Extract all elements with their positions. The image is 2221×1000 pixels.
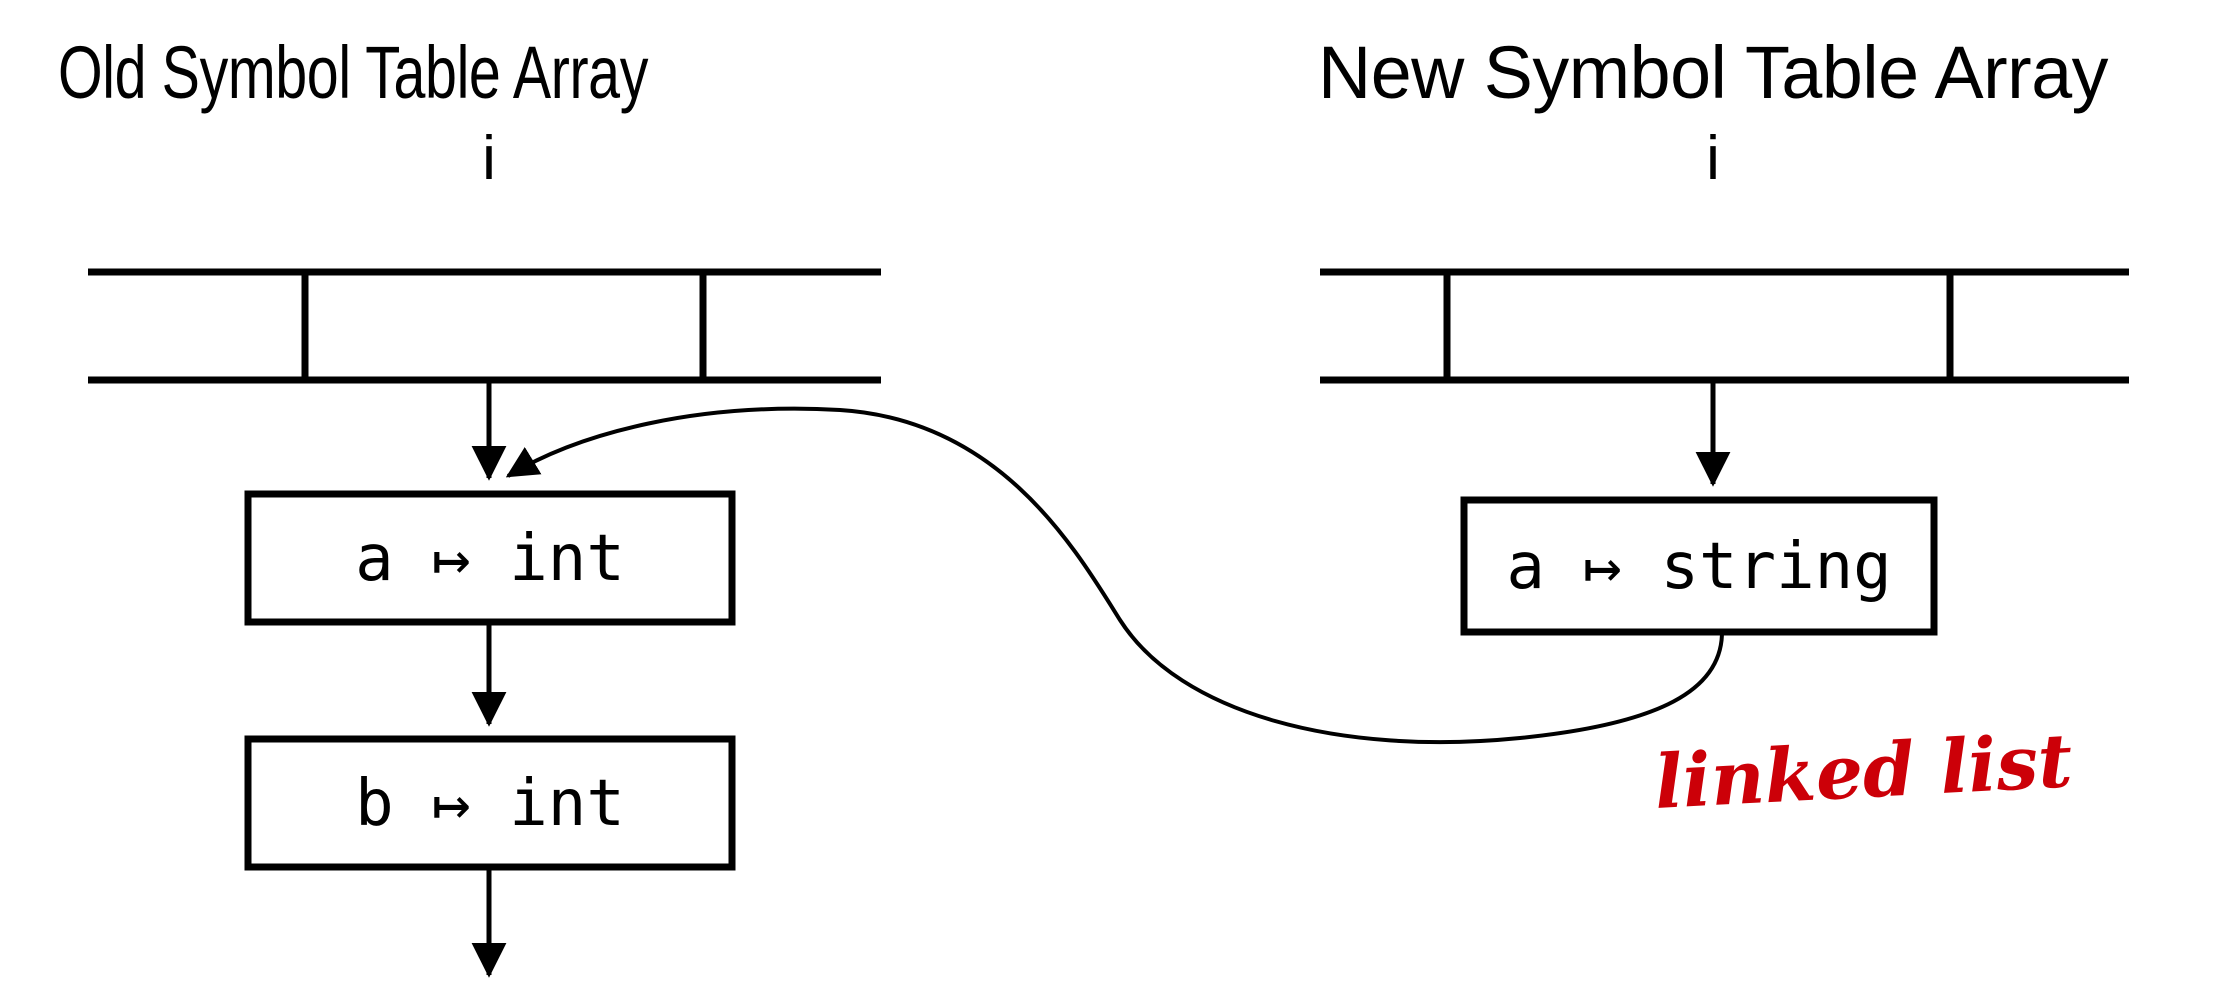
left-symbol-table-array[interactable] [88, 268, 881, 384]
node-a-int-label: a ↦ int [355, 522, 625, 596]
node-a-string-box [1460, 496, 1938, 636]
annotation-linked-list: linked list [1652, 718, 2074, 826]
right-panel-title: New Symbol Table Array [1318, 31, 2108, 114]
node-b-int-label: b ↦ int [355, 767, 625, 841]
node-a-int-box [244, 490, 736, 626]
node-a-int[interactable]: a ↦ int [244, 490, 736, 626]
connector-a-string-to-a-int [505, 406, 1724, 745]
node-b-int-box [244, 735, 736, 871]
left-array-index-label: i [482, 124, 496, 193]
node-a-string[interactable]: a ↦ string [1460, 496, 1938, 636]
right-symbol-table-array[interactable] [1320, 268, 2129, 384]
node-a-string-label: a ↦ string [1506, 530, 1891, 604]
left-panel-title: Old Symbol Table Array [58, 31, 648, 114]
right-array-index-label: i [1706, 124, 1720, 193]
node-b-int[interactable]: b ↦ int [244, 735, 736, 871]
